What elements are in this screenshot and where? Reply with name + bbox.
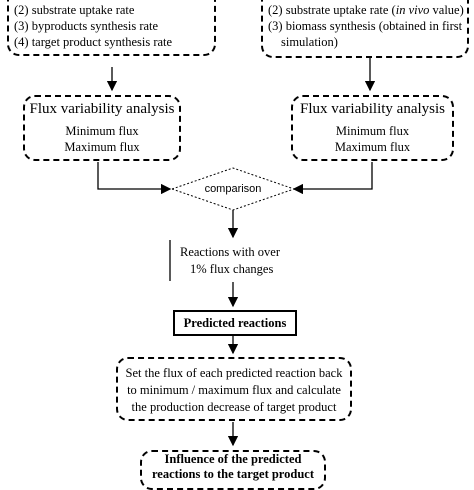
fva-left-min: Minimum flux [65, 124, 139, 138]
right-constraint-2: (2) substrate uptake rate (in vivo value… [268, 3, 464, 17]
comparison-diamond [170, 167, 296, 211]
arrow-left-fva-to-comparison [97, 162, 172, 195]
right-constraint-3-cont: simulation) [281, 35, 338, 49]
predicted-reactions-label: Predicted reactions [183, 316, 287, 330]
set-flux-line2: to minimum / maximum flux and calculate [127, 383, 341, 397]
changes-line1: Reactions with over [180, 245, 280, 259]
left-constraint-3: (3) byproducts synthesis rate [14, 19, 159, 33]
left-constraints-box [7, 0, 216, 56]
arrow-right-fva-to-comparison [292, 162, 373, 195]
fva-left-title: Flux variability analysis [29, 101, 175, 117]
influence-line1: Influence of the predicted [164, 452, 302, 466]
set-flux-box [116, 357, 352, 421]
flowchart-connectors [97, 58, 376, 447]
influence-line2: reactions to the target product [151, 467, 314, 481]
fva-right-max: Maximum flux [334, 140, 411, 154]
fva-left-max: Maximum flux [64, 140, 140, 154]
predicted-reactions-box [173, 310, 297, 336]
comparison-label: comparison [204, 183, 262, 195]
fva-right-min: Minimum flux [335, 124, 410, 138]
changes-line2: 1% flux changes [190, 262, 274, 276]
fva-right-box [291, 95, 454, 161]
left-constraint-4: (4) target product synthesis rate [14, 35, 173, 49]
set-flux-line3: the production decrease of target produc… [131, 400, 337, 414]
right-constraint-3: (3) biomass synthesis (obtained in first [268, 19, 463, 33]
fva-left-box [23, 95, 181, 161]
left-constraint-2: (2) substrate uptake rate [14, 3, 135, 17]
set-flux-line1: Set the flux of each predicted reaction … [125, 366, 343, 380]
right-constraints-box [261, 0, 469, 58]
fva-right-title: Flux variability analysis [300, 101, 445, 117]
